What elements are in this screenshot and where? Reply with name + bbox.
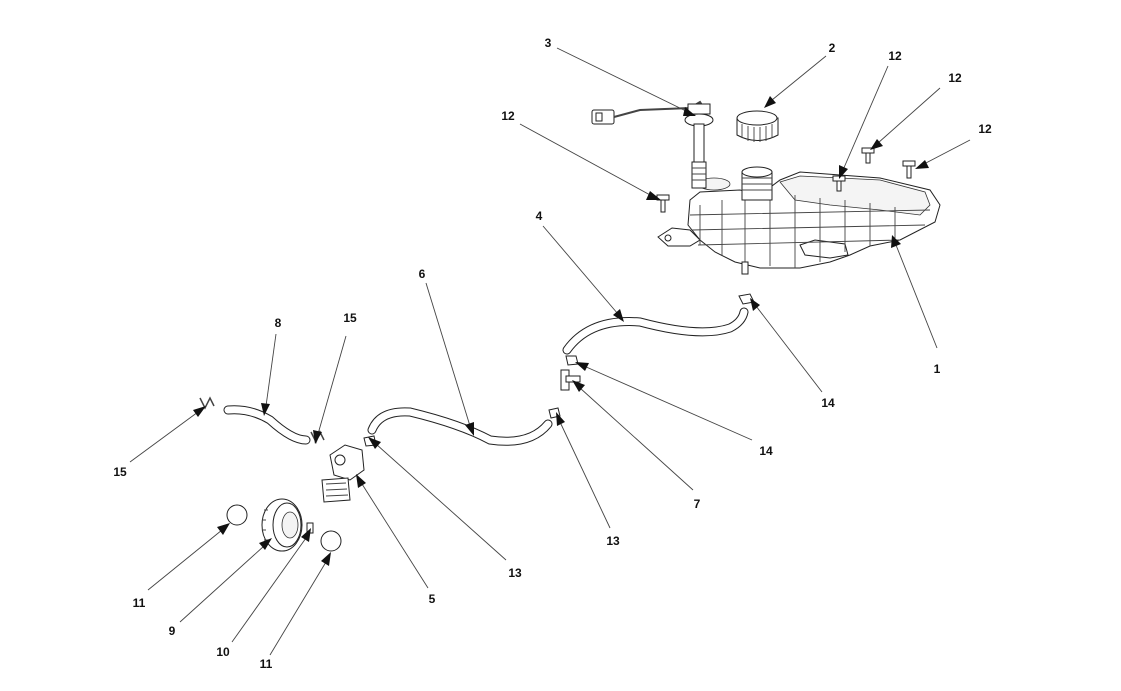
callout-12-c: 12 — [870, 71, 962, 150]
callouts: 1 2 3 4 5 6 7 — [113, 36, 992, 671]
callout-label: 14 — [759, 444, 773, 458]
bolt-4 — [902, 160, 916, 179]
callout-label: 8 — [275, 316, 282, 330]
fuel-valve — [321, 444, 365, 503]
hose-4 — [562, 307, 749, 355]
callout-label: 13 — [508, 566, 522, 580]
circlips-11 — [226, 504, 342, 552]
bolts — [656, 147, 916, 213]
callout-8: 8 — [261, 316, 282, 416]
fitting-7 — [560, 369, 581, 391]
callout-4: 4 — [536, 209, 624, 322]
hose-6 — [367, 407, 553, 446]
callout-label: 12 — [501, 109, 515, 123]
callout-11-right: 11 — [260, 552, 331, 671]
callout-15-right: 15 — [313, 311, 357, 444]
callout-label: 13 — [606, 534, 620, 548]
callout-12-b: 12 — [839, 49, 902, 179]
fuel-tank — [657, 166, 941, 275]
callout-label: 4 — [536, 209, 543, 223]
callout-label: 15 — [343, 311, 357, 325]
callout-label: 14 — [821, 396, 835, 410]
callout-label: 9 — [169, 624, 176, 638]
callout-label: 12 — [978, 122, 992, 136]
callout-label: 10 — [216, 645, 230, 659]
fuel-sender — [591, 100, 714, 189]
bolt-3 — [861, 147, 875, 164]
callout-12-d: 12 — [915, 122, 992, 169]
callout-label: 12 — [948, 71, 962, 85]
filler-cap — [736, 110, 779, 142]
callout-12-a: 12 — [501, 109, 661, 200]
callout-label: 2 — [829, 41, 836, 55]
callout-label: 15 — [113, 465, 127, 479]
callout-11-left: 11 — [133, 523, 230, 610]
callout-6: 6 — [419, 267, 474, 436]
callout-label: 11 — [133, 596, 146, 610]
callout-15-left: 15 — [113, 406, 206, 479]
bolt-1 — [656, 194, 670, 213]
callout-3: 3 — [545, 36, 696, 116]
callout-13-upper: 13 — [556, 412, 620, 548]
callout-10: 10 — [216, 528, 311, 659]
callout-9: 9 — [169, 538, 272, 638]
callout-label: 12 — [888, 49, 902, 63]
callout-label: 11 — [260, 657, 273, 671]
clamps-14 — [565, 293, 755, 366]
callout-13-lower: 13 — [368, 437, 522, 580]
hose-8 — [223, 405, 311, 445]
callout-14-lower: 14 — [575, 362, 773, 458]
callout-7: 7 — [572, 380, 701, 511]
callout-label: 6 — [419, 267, 426, 281]
callout-14-upper: 14 — [750, 298, 835, 410]
callout-2: 2 — [764, 41, 836, 108]
callout-1: 1 — [891, 235, 941, 376]
callout-label: 3 — [545, 36, 552, 50]
callout-label: 1 — [934, 362, 941, 376]
callout-label: 5 — [429, 592, 436, 606]
callout-5: 5 — [356, 474, 436, 606]
callout-label: 7 — [694, 497, 701, 511]
